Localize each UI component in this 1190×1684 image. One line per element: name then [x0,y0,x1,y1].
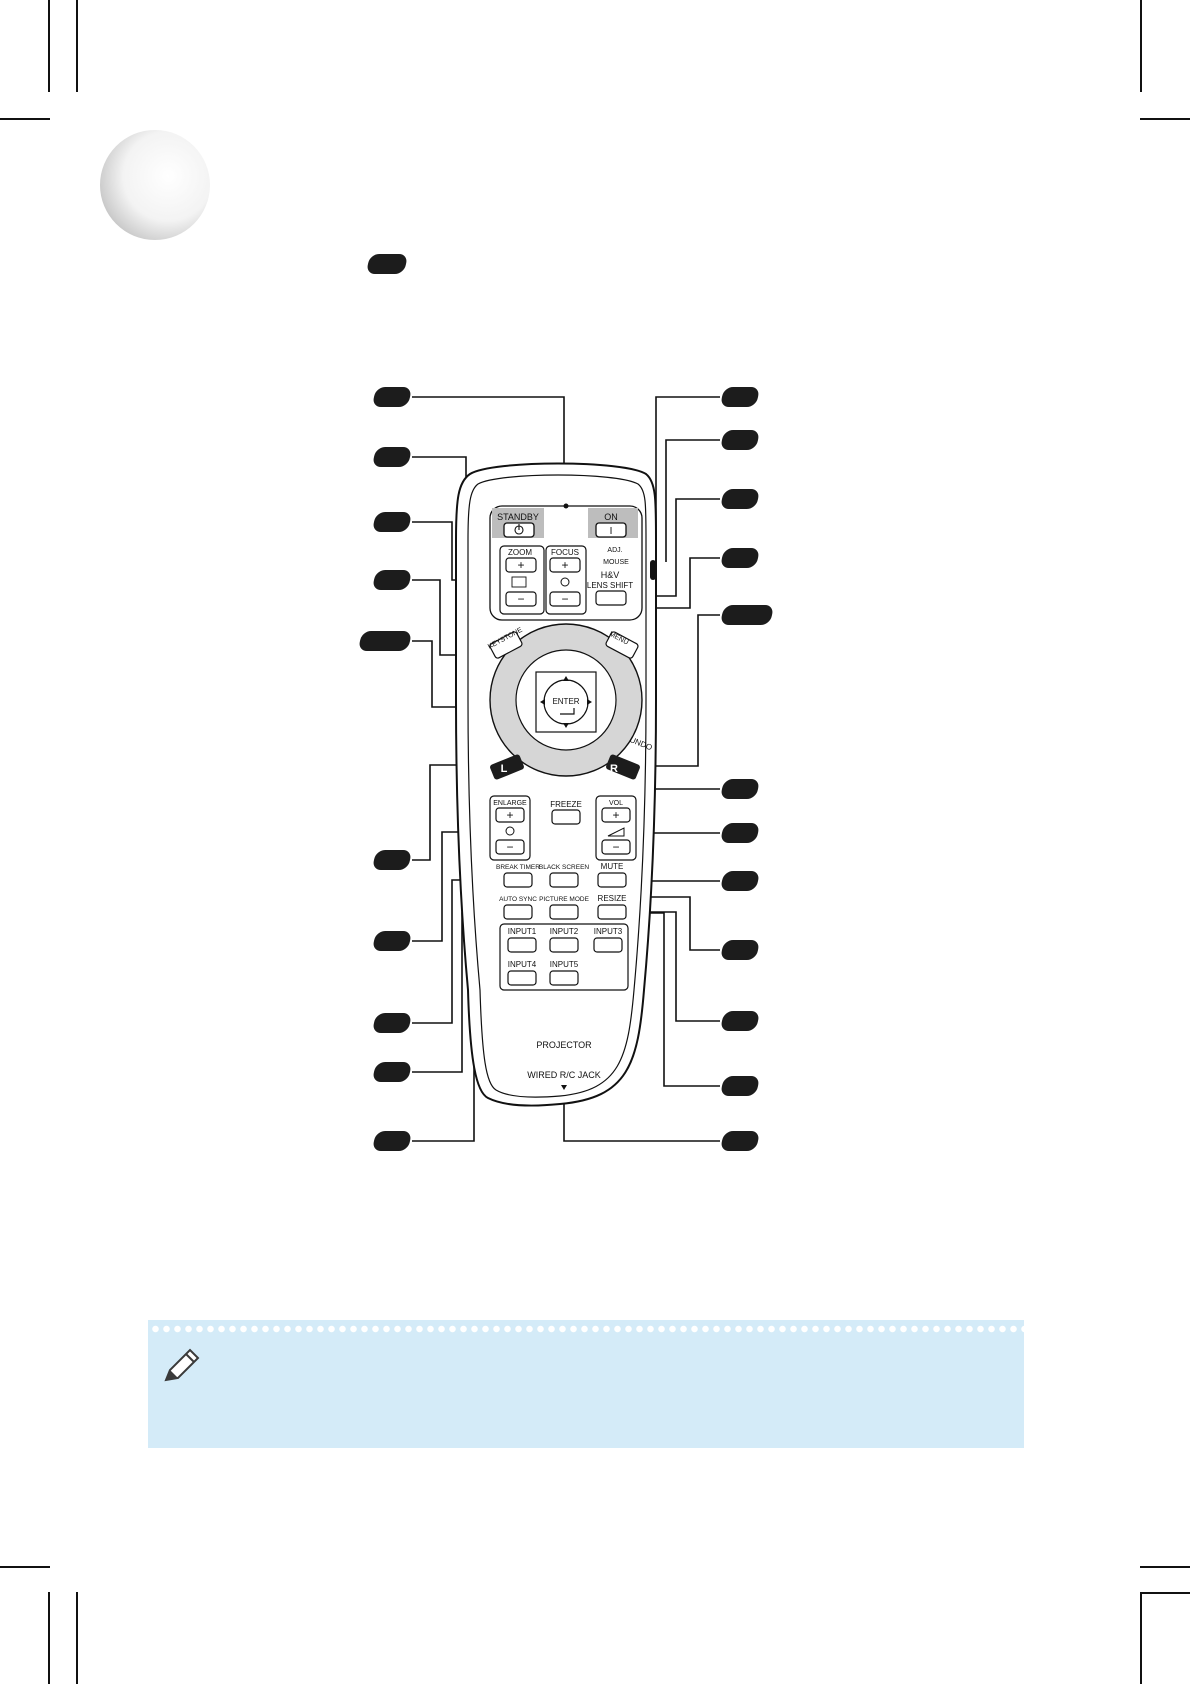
crop-mark [1140,1566,1190,1568]
enter-label: ENTER [552,697,579,706]
enter-arrow-icon [560,708,575,715]
enlarge-minus-button[interactable] [495,839,525,855]
zoom-plus-button[interactable] [505,557,537,573]
enlarge-plus-button[interactable] [495,807,525,823]
picture-mode-label: PICTURE MODE [539,896,590,903]
input3-label: INPUT3 [594,927,623,936]
mute-button[interactable] [597,872,627,888]
crop-mark [0,118,50,120]
picture-mode-button[interactable] [549,904,579,920]
vol-minus-button[interactable] [601,839,631,855]
jack-arrow-icon [561,1085,567,1090]
focus-plus-glyph: + [561,558,568,572]
power-icon [514,524,524,535]
standby-label: STANDBY [497,512,539,522]
on-button[interactable] [595,522,627,538]
focus-minus-glyph: − [561,592,568,606]
right-arrow-icon[interactable] [587,699,592,705]
on-power-glyph: I [610,526,613,537]
black-screen-label: BLACK SCREEN [539,864,590,871]
down-arrow-icon[interactable] [563,723,569,728]
enlarge-plus-glyph: + [506,808,513,822]
left-arrow-icon[interactable] [540,699,545,705]
crop-mark [76,0,78,92]
crop-mark [1140,0,1142,92]
break-timer-label: BREAK TIMER [496,864,540,871]
break-timer-button[interactable] [503,872,533,888]
crop-mark [0,1566,50,1568]
vol-minus-glyph: − [612,840,619,854]
input1-label: INPUT1 [508,927,537,936]
crop-mark [48,0,50,92]
up-arrow-icon[interactable] [563,676,569,681]
note-dotted-border [148,1320,1024,1334]
vol-plus-button[interactable] [601,807,631,823]
vol-plus-glyph: + [612,808,619,822]
crop-mark [1140,1592,1142,1684]
wired-jack-label: WIRED R/C JACK [527,1070,601,1080]
black-screen-button[interactable] [549,872,579,888]
resize-button[interactable] [597,904,627,920]
zoom-minus-button[interactable] [505,591,537,607]
focus-minus-button[interactable] [549,591,581,607]
input2-button[interactable] [549,937,579,953]
crop-mark [1140,118,1190,120]
keystone-button[interactable] [489,631,523,659]
input5-label: INPUT5 [550,960,579,969]
pencil-note-icon [164,1348,200,1382]
zoom-icon [511,576,527,588]
projector-label: PROJECTOR [536,1040,592,1050]
crop-mark [48,1592,50,1684]
note-box [148,1320,1024,1448]
freeze-label: FREEZE [550,800,582,809]
zoom-minus-glyph: − [517,592,524,606]
vol-label: VOL [609,800,623,807]
on-label: ON [604,512,618,522]
lens-shift-button[interactable] [595,590,627,606]
crop-mark [76,1592,78,1684]
auto-sync-button[interactable] [503,904,533,920]
focus-label: FOCUS [551,548,579,557]
mouse-label: MOUSE [603,559,629,566]
focus-icon [560,577,570,587]
input4-button[interactable] [507,970,537,986]
resize-label: RESIZE [598,894,627,903]
freeze-button[interactable] [551,809,581,825]
left-click-button[interactable] [489,754,525,781]
lens-shift-label: LENS SHIFT [587,581,633,590]
input2-label: INPUT2 [550,927,579,936]
zoom-label: ZOOM [508,548,532,557]
input4-label: INPUT4 [508,960,537,969]
input1-button[interactable] [507,937,537,953]
crop-mark [1140,1592,1190,1594]
menu-button[interactable] [605,631,639,659]
enlarge-icon [505,826,515,836]
volume-icon [607,827,625,837]
enlarge-label: ENLARGE [493,800,527,807]
left-click-label: L [501,763,508,775]
enlarge-minus-glyph: − [506,840,513,854]
chapter-circle [100,130,210,240]
hv-label: H&V [601,570,620,580]
auto-sync-label: AUTO SYNC [499,896,537,903]
adj-mouse-switch[interactable] [650,560,656,580]
adj-label: ADJ. [607,547,622,554]
zoom-plus-glyph: + [517,558,524,572]
input3-button[interactable] [593,937,623,953]
right-click-button[interactable] [605,754,641,781]
input5-button[interactable] [549,970,579,986]
focus-plus-button[interactable] [549,557,581,573]
mute-label: MUTE [601,862,624,871]
right-click-label: R [610,763,618,775]
